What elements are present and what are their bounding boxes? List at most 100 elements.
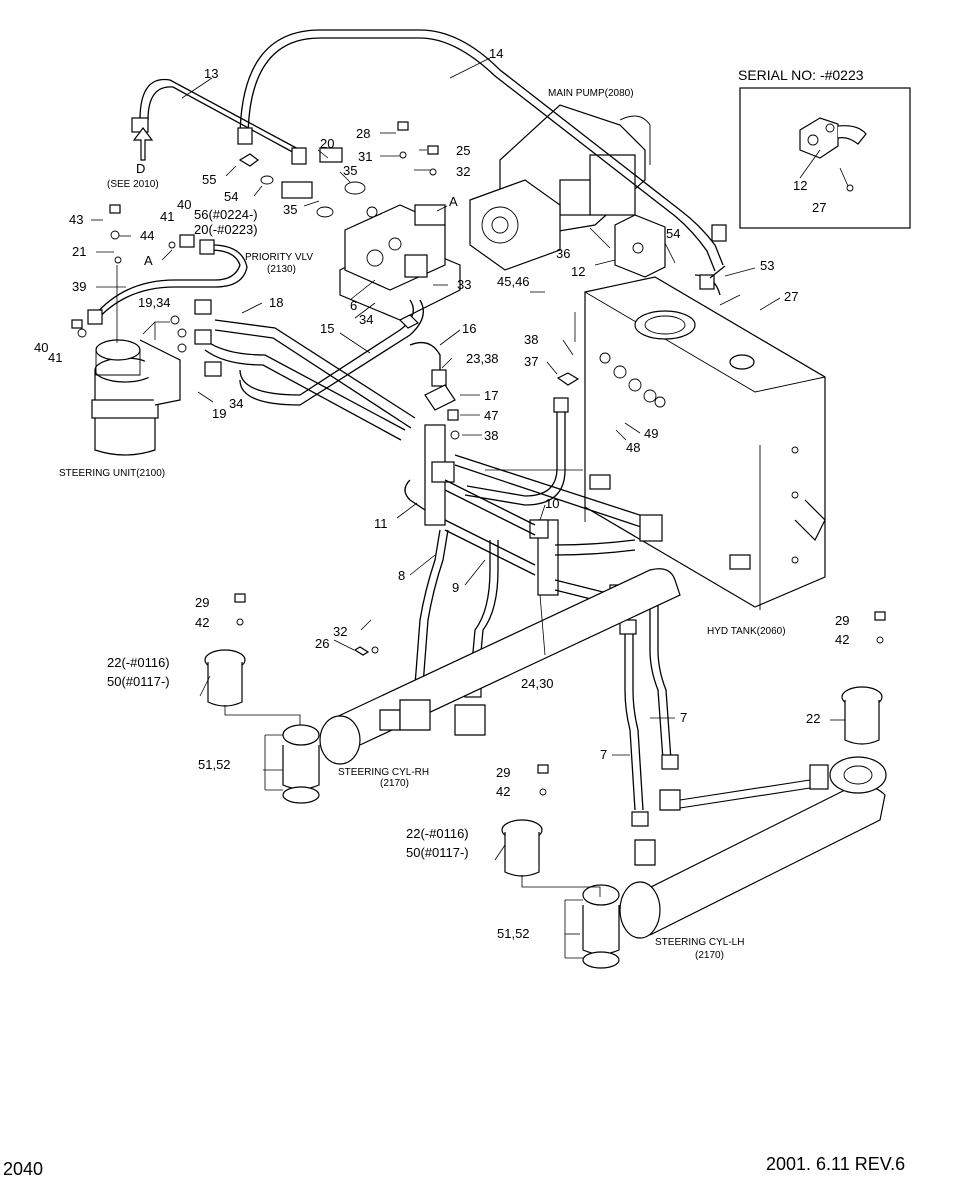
callout: 41: [48, 350, 62, 365]
callout: 22: [806, 711, 820, 726]
pin-assembly-lh-right: [841, 611, 886, 745]
callout: 22(-#0116): [107, 655, 170, 670]
callout: 43: [69, 212, 83, 227]
callout: 34: [359, 312, 373, 327]
callout: 38: [484, 428, 498, 443]
inset-elbow-icon: [837, 125, 867, 145]
steering-cyl-rh-ref: (2170): [380, 778, 409, 789]
callout: 35: [283, 202, 297, 217]
callout: 22(-#0116): [406, 826, 469, 841]
callout: 7: [680, 710, 687, 725]
callout: 16: [462, 321, 476, 336]
callout: 39: [72, 279, 86, 294]
callout: 18: [269, 295, 283, 310]
steering-cyl-lh-label: STEERING CYL-LH: [655, 937, 744, 948]
hoses-center: [194, 299, 460, 441]
callout: 42: [195, 615, 209, 630]
callout: 10: [545, 496, 559, 511]
main-pump: [469, 104, 651, 271]
callout: 13: [204, 66, 218, 81]
callout: 15: [320, 321, 334, 336]
callout: 28: [356, 126, 370, 141]
callout: 21: [72, 244, 86, 259]
priority-valve: [339, 204, 461, 321]
callout: 9: [452, 580, 459, 595]
callout: 23,38: [466, 351, 499, 366]
up-arrow-icon: [132, 127, 154, 161]
callout: 19: [212, 406, 226, 421]
main-pump-label: MAIN PUMP(2080): [548, 88, 634, 99]
callout: 37: [524, 354, 538, 369]
callout: 55: [202, 172, 216, 187]
steering-unit-label: STEERING UNIT(2100): [59, 468, 165, 479]
callout: 20(-#0223): [194, 222, 258, 237]
callout: 51,52: [198, 757, 231, 772]
callout: 49: [644, 426, 658, 441]
callout: 25: [456, 143, 470, 158]
serial-inset: SERIAL NO: -#0223 12 27: [738, 67, 911, 229]
callout: 54: [666, 226, 680, 241]
callout: 11: [374, 516, 388, 531]
callout: 35: [343, 163, 357, 178]
callout: 33: [457, 277, 471, 292]
priority-valve-ref: (2130): [267, 264, 296, 275]
page-number: 2040: [3, 1159, 43, 1179]
tank-filler-neck-icon: [634, 310, 696, 340]
callout: 51,52: [497, 926, 530, 941]
inset-title: SERIAL NO: -#0223: [738, 67, 864, 83]
steering-cyl-lh-ref: (2170): [695, 950, 724, 961]
callout: 26: [315, 636, 329, 651]
callout: 42: [496, 784, 510, 799]
callout: 27: [784, 289, 798, 304]
pin-assembly-lh-mid: [501, 764, 620, 969]
callout: 34: [229, 396, 243, 411]
callout: 31: [358, 149, 372, 164]
callout: 32: [333, 624, 347, 639]
date-revision: 2001. 6.11 REV.6: [766, 1154, 905, 1174]
callout: 6: [350, 298, 357, 313]
arrow-d: [132, 127, 154, 161]
callout: 38: [524, 332, 538, 347]
callout: 17: [484, 388, 498, 403]
hose-39: [71, 204, 248, 343]
hyd-tank: [584, 276, 826, 610]
pump-shaft-icon: [481, 206, 519, 244]
callout: 29: [195, 595, 209, 610]
hose-37: [464, 372, 580, 506]
steering-cyl-lh: [619, 756, 887, 939]
see-ref-letter: D: [136, 161, 145, 176]
callout: 40: [34, 340, 48, 355]
callout: A: [144, 253, 153, 268]
callout: 45,46: [497, 274, 530, 289]
inset-frame: [739, 87, 911, 229]
callout: 44: [140, 228, 154, 243]
callout: 24,30: [521, 676, 554, 691]
hyd-tank-label: HYD TANK(2060): [707, 626, 786, 637]
callout: 41: [160, 209, 174, 224]
callout: 54: [224, 189, 238, 204]
callout: 40: [177, 197, 191, 212]
inset-label-27: 27: [812, 200, 826, 215]
callout: 42: [835, 632, 849, 647]
callout: A: [449, 194, 458, 209]
callout: 47: [484, 408, 498, 423]
valve-fittings: [238, 121, 439, 218]
callout: 29: [496, 765, 510, 780]
pin-assembly-rh: [204, 593, 320, 804]
callout: 50(#0117-): [406, 845, 469, 860]
block-12: [614, 214, 726, 296]
priority-valve-label: PRIORITY VLV: [245, 252, 313, 263]
callout: 50(#0117-): [107, 674, 170, 689]
callout: 48: [626, 440, 640, 455]
callout: 7: [600, 747, 607, 762]
callout: 8: [398, 568, 405, 583]
callout-numbers: 13 14 20 28 25 31 32 35 55 54 56(#0224-)…: [34, 46, 849, 941]
inset-bolt-icon: [846, 184, 854, 192]
callout: 14: [489, 46, 503, 61]
leader-lines: [91, 57, 845, 935]
steering-cyl-rh-label: STEERING CYL-RH: [338, 767, 429, 778]
callout: 29: [835, 613, 849, 628]
callout: 20: [320, 136, 334, 151]
callout: 32: [456, 164, 470, 179]
